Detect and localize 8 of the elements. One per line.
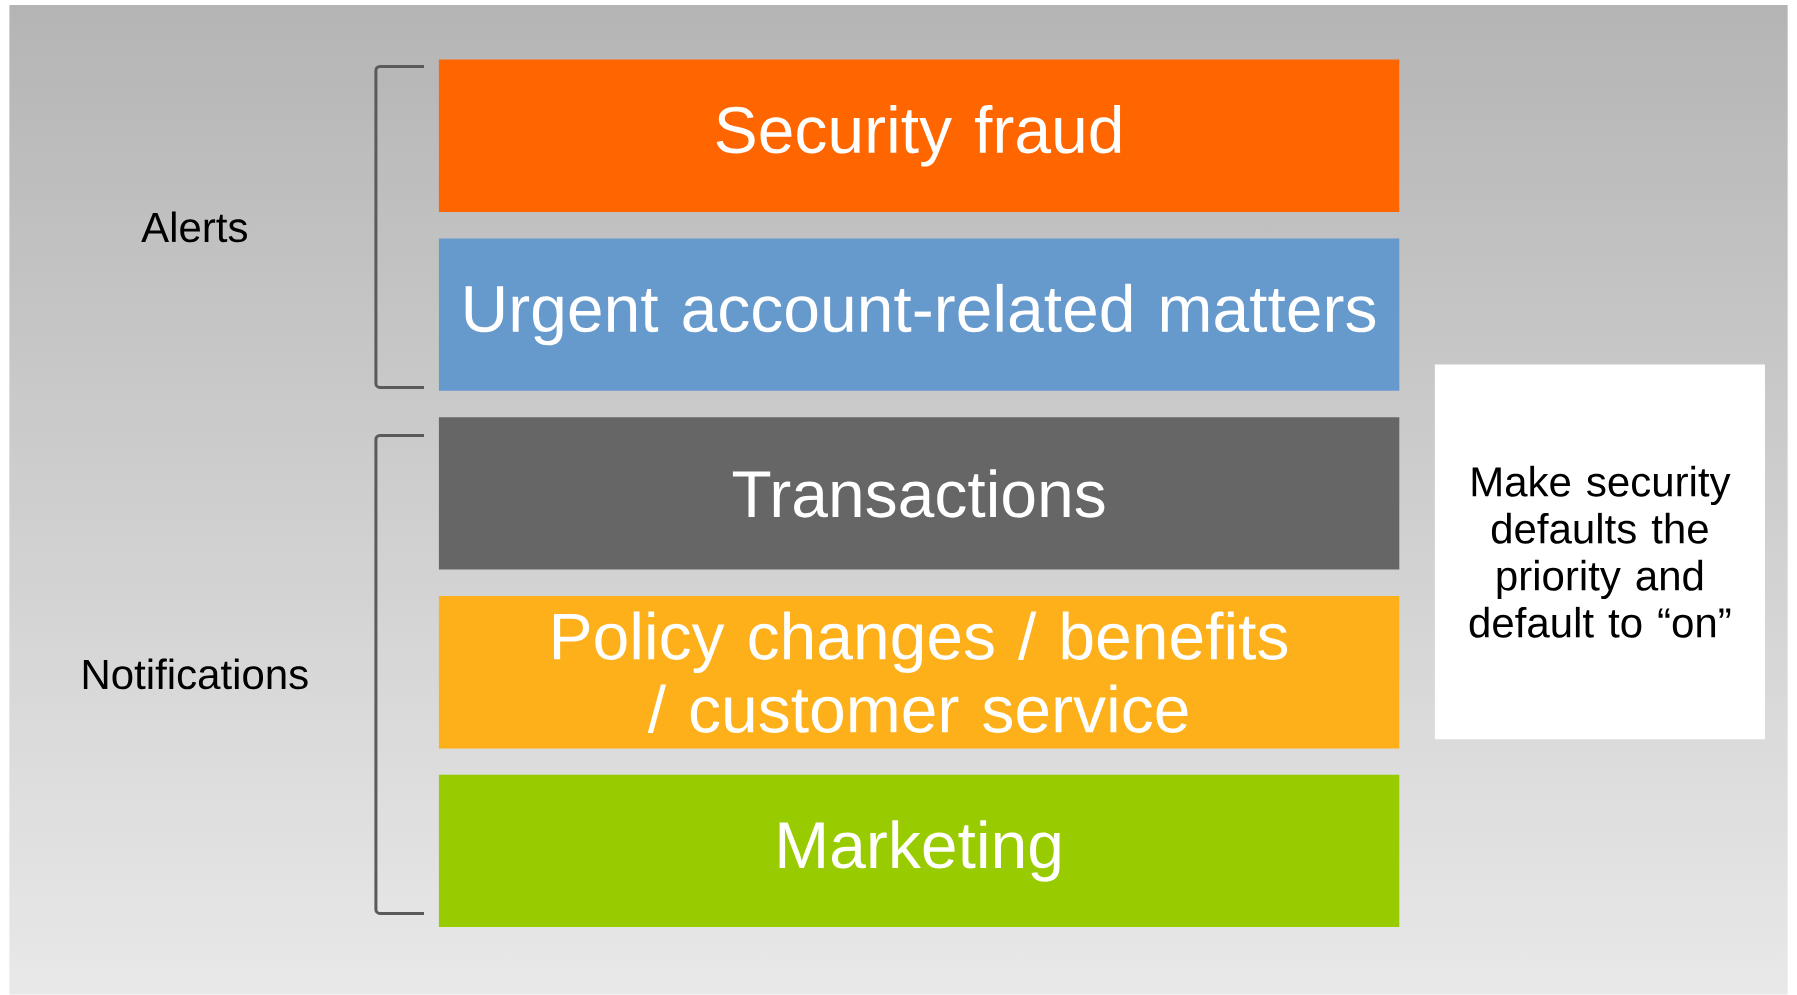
stack-bar: Policy changes / benefits / customer service — [438, 596, 1400, 749]
group-label: Notifications — [83, 658, 308, 690]
stack-bar: Transactions — [438, 417, 1400, 570]
note-box: Make security defaults the priority and default to “on” — [1434, 364, 1765, 740]
stack-bar: Marketing — [438, 774, 1400, 928]
group-label: Alerts — [141, 211, 247, 243]
stack-bar: Urgent account-related matters — [438, 238, 1400, 391]
stack-bar: Security fraud — [438, 59, 1400, 212]
